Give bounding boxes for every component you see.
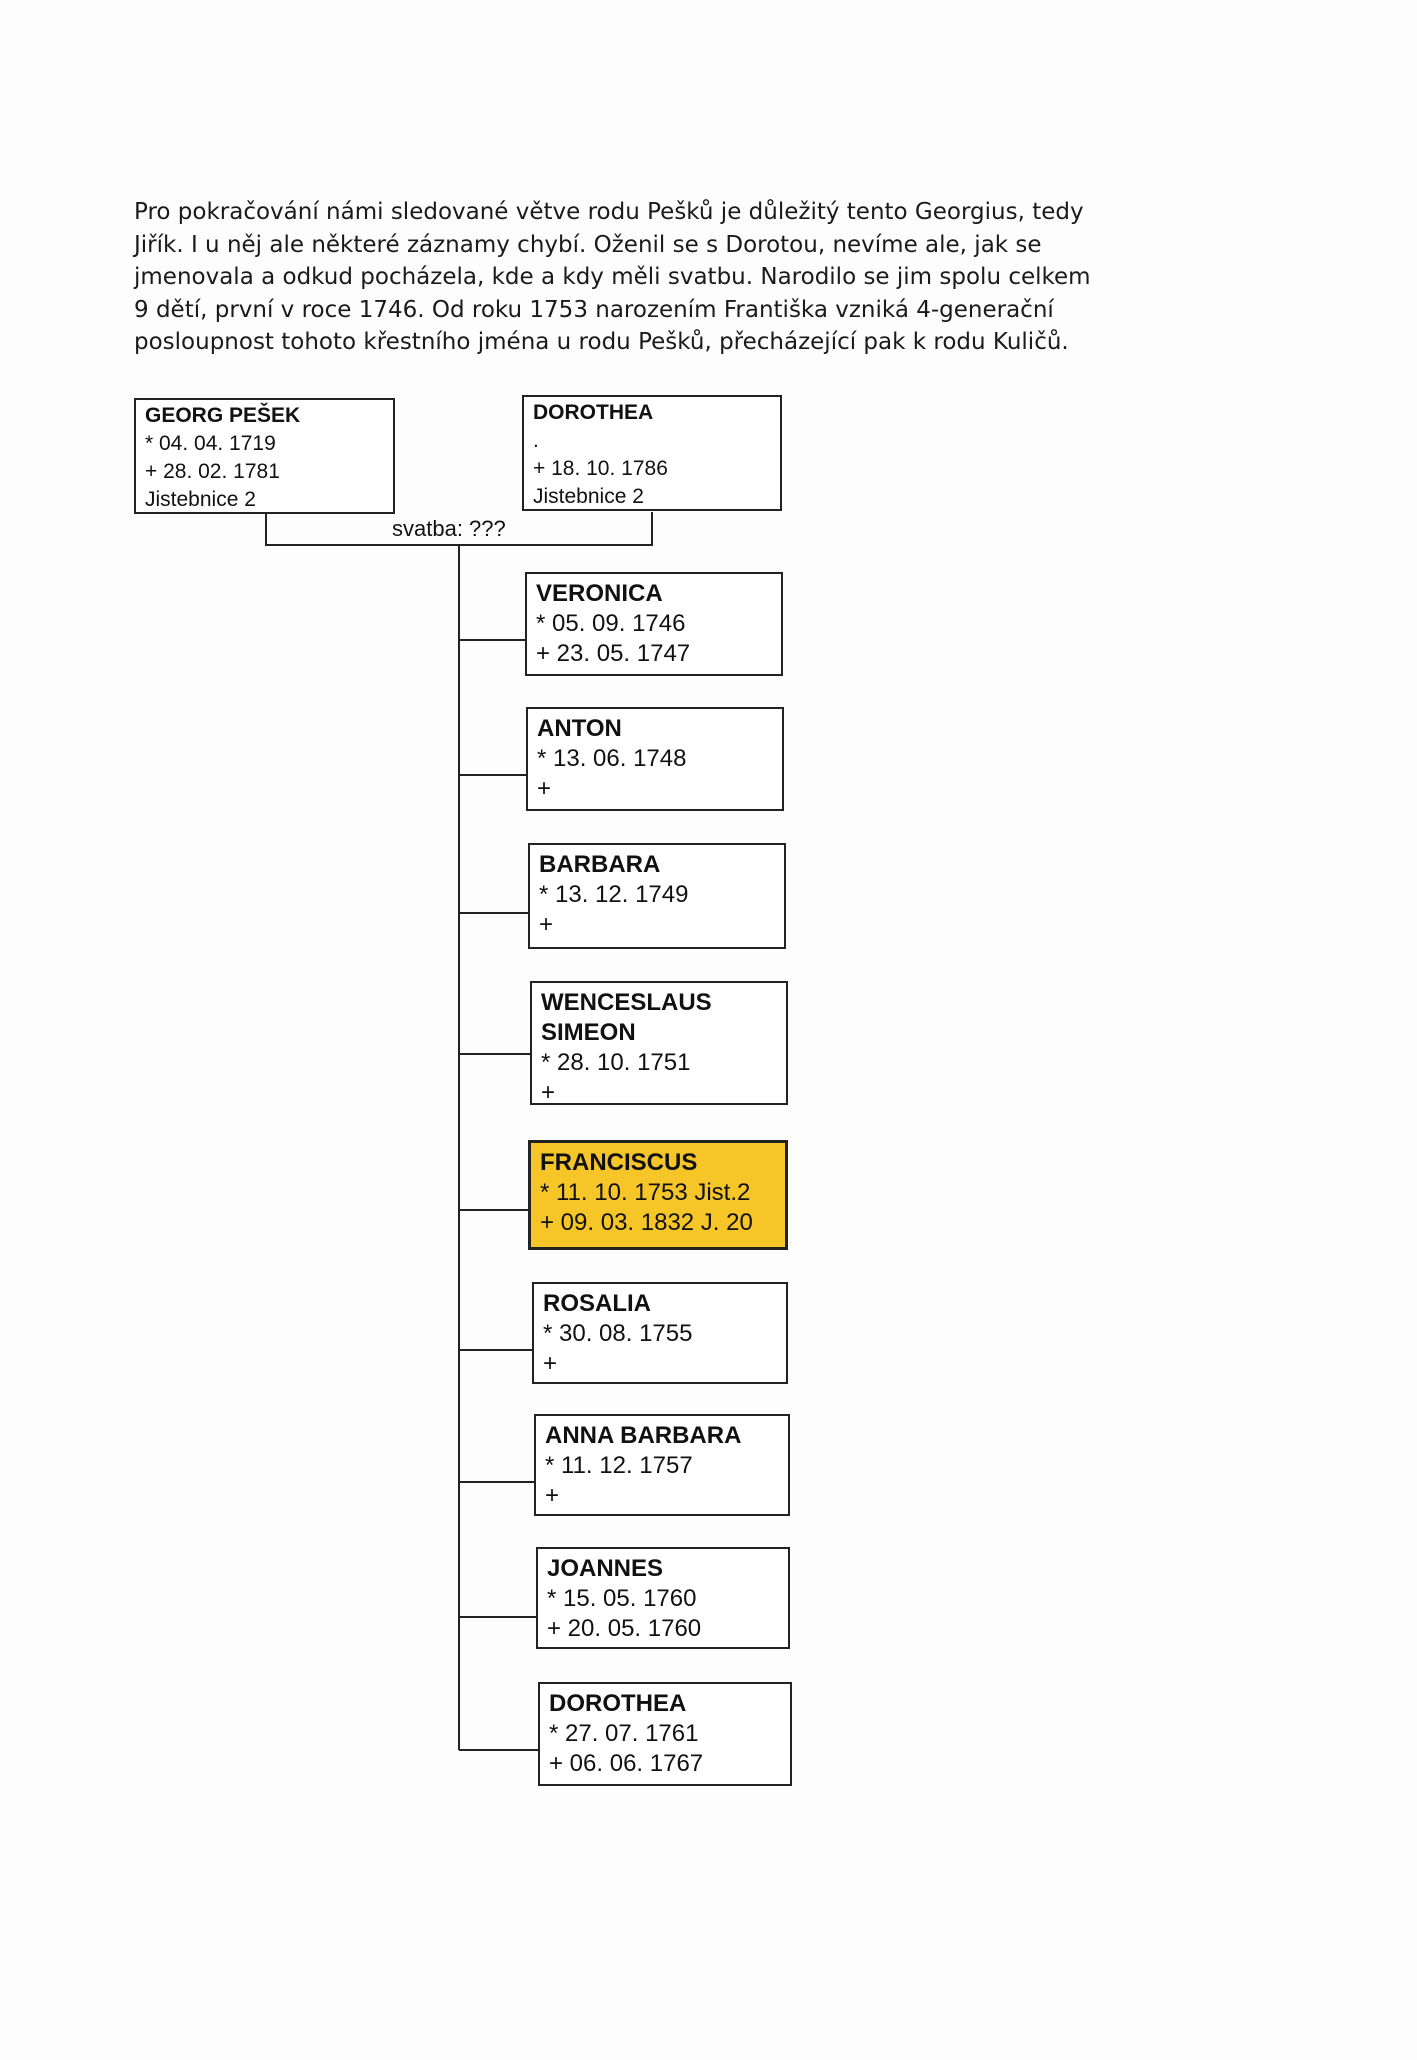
mother-box: DOROTHEA . + 18. 10. 1786 Jistebnice 2 [522,395,782,511]
child-birth: * 28. 10. 1751 [541,1049,691,1076]
child-death: + [541,1079,556,1106]
child-birth: * 30. 08. 1755 [543,1320,693,1347]
intro-line: Jiřík. I u něj ale některé záznamy chybí… [134,231,1042,258]
child-box-barbara: BARBARA * 13. 12. 1749 + [528,843,786,949]
child-box-franciscus-highlighted: FRANCISCUS * 11. 10. 1753 Jist.2 + 09. 0… [528,1140,788,1250]
child-name: VERONICA [536,580,663,607]
child-box-joannes: JOANNES * 15. 05. 1760 + 20. 05. 1760 [536,1547,790,1649]
intro-paragraph: Pro pokračování námi sledované větve rod… [134,196,1234,359]
child-name: FRANCISCUS [540,1149,698,1176]
child-box-veronica: VERONICA * 05. 09. 1746 + 23. 05. 1747 [525,572,783,676]
father-birth: * 04. 04. 1719 [145,432,276,455]
mother-birth: . [533,429,539,452]
intro-line: posloupnost tohoto křestního jména u rod… [134,329,1069,355]
child-birth: * 11. 12. 1757 [545,1452,693,1479]
child-name: ANNA BARBARA [545,1422,742,1449]
father-place: Jistebnice 2 [145,488,256,511]
child-name: ROSALIA [543,1290,651,1317]
child-death: + 23. 05. 1747 [536,640,691,667]
child-death: + [543,1350,558,1377]
intro-line: 9 dětí, první v roce 1746. Od roku 1753 … [134,296,1054,323]
father-name: GEORG PEŠEK [145,404,301,427]
father-death: + 28. 02. 1781 [145,460,280,483]
child-birth: * 27. 07. 1761 [549,1720,699,1747]
child-death: + [545,1482,560,1509]
intro-line: Pro pokračování námi sledované větve rod… [134,199,1084,225]
child-name: DOROTHEA [549,1690,687,1717]
mother-place: Jistebnice 2 [533,485,644,508]
child-death: + 06. 06. 1767 [549,1750,704,1777]
child-death: + 20. 05. 1760 [547,1615,702,1642]
intro-line: jmenovala a odkud pocházela, kde a kdy m… [134,264,1091,290]
child-death: + 09. 03. 1832 J. 20 [540,1209,753,1236]
child-box-anton: ANTON * 13. 06. 1748 + [526,707,784,811]
child-box-anna-barbara: ANNA BARBARA * 11. 12. 1757 + [534,1414,790,1516]
child-name: BARBARA [539,851,661,878]
child-birth: * 13. 12. 1749 [539,881,689,908]
child-box-wenceslaus-simeon: WENCESLAUS SIMEON * 28. 10. 1751 + [530,981,788,1106]
child-name: WENCESLAUS [541,989,712,1016]
child-death: + [537,775,552,802]
child-box-rosalia: ROSALIA * 30. 08. 1755 + [532,1282,788,1384]
child-name: ANTON [537,715,622,742]
child-death: + [539,911,554,938]
father-box: GEORG PEŠEK * 04. 04. 1719 + 28. 02. 178… [134,398,395,514]
child-birth: * 11. 10. 1753 Jist.2 [540,1179,751,1206]
child-birth: * 15. 05. 1760 [547,1585,697,1612]
child-birth: * 05. 09. 1746 [536,610,686,637]
mother-death: + 18. 10. 1786 [533,457,668,480]
child-name: JOANNES [547,1555,664,1582]
child-birth: * 13. 06. 1748 [537,745,687,772]
child-box-dorothea: DOROTHEA * 27. 07. 1761 + 06. 06. 1767 [538,1682,792,1786]
child-name-2: SIMEON [541,1019,636,1046]
wedding-label: svatba: ??? [392,516,506,541]
mother-name: DOROTHEA [533,401,654,424]
